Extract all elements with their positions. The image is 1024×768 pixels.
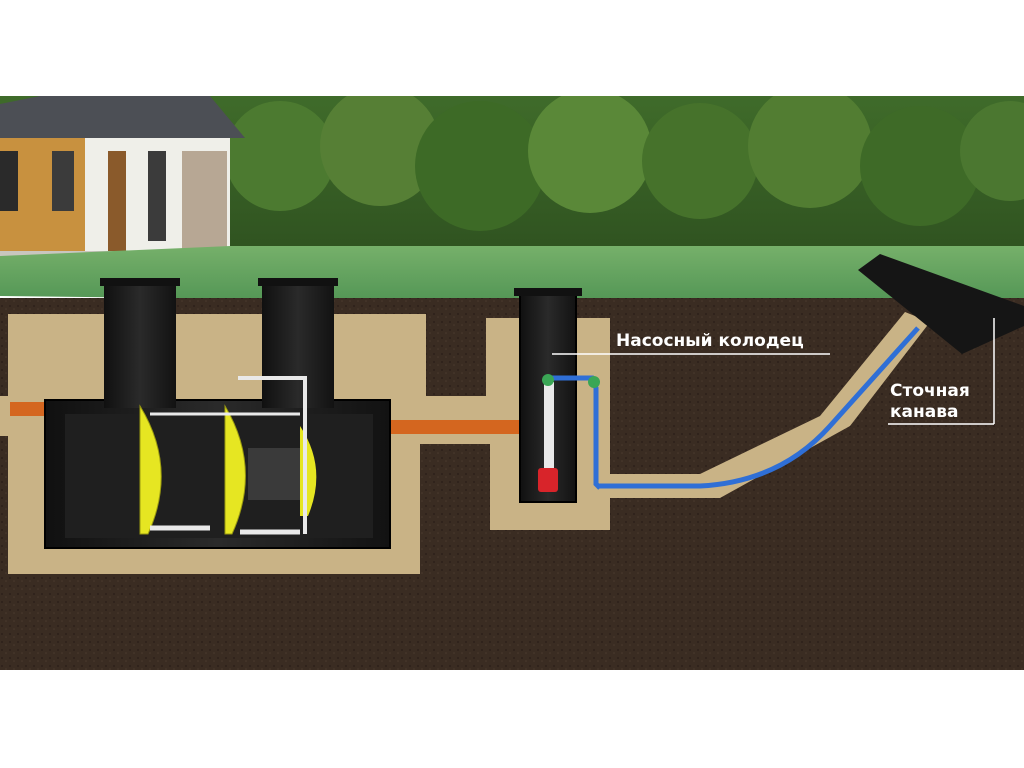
- label-leaders: [552, 318, 995, 425]
- grass-surface: [0, 246, 1024, 308]
- drain-ditch-label-line2: канава: [890, 402, 958, 422]
- pump-well-label: Насосный колодец: [616, 331, 804, 351]
- pump-well: [514, 288, 602, 503]
- septic-system-diagram: Насосный колодец Сточная канава: [0, 84, 1024, 670]
- drain-ditch: [858, 254, 1024, 354]
- house: [0, 96, 245, 261]
- pump-icon: [538, 468, 558, 492]
- discharge-pipe: [598, 326, 920, 489]
- septic-tank: [44, 278, 391, 549]
- drain-ditch-label-line1: Сточная: [890, 381, 970, 401]
- tree-line: [0, 84, 1024, 256]
